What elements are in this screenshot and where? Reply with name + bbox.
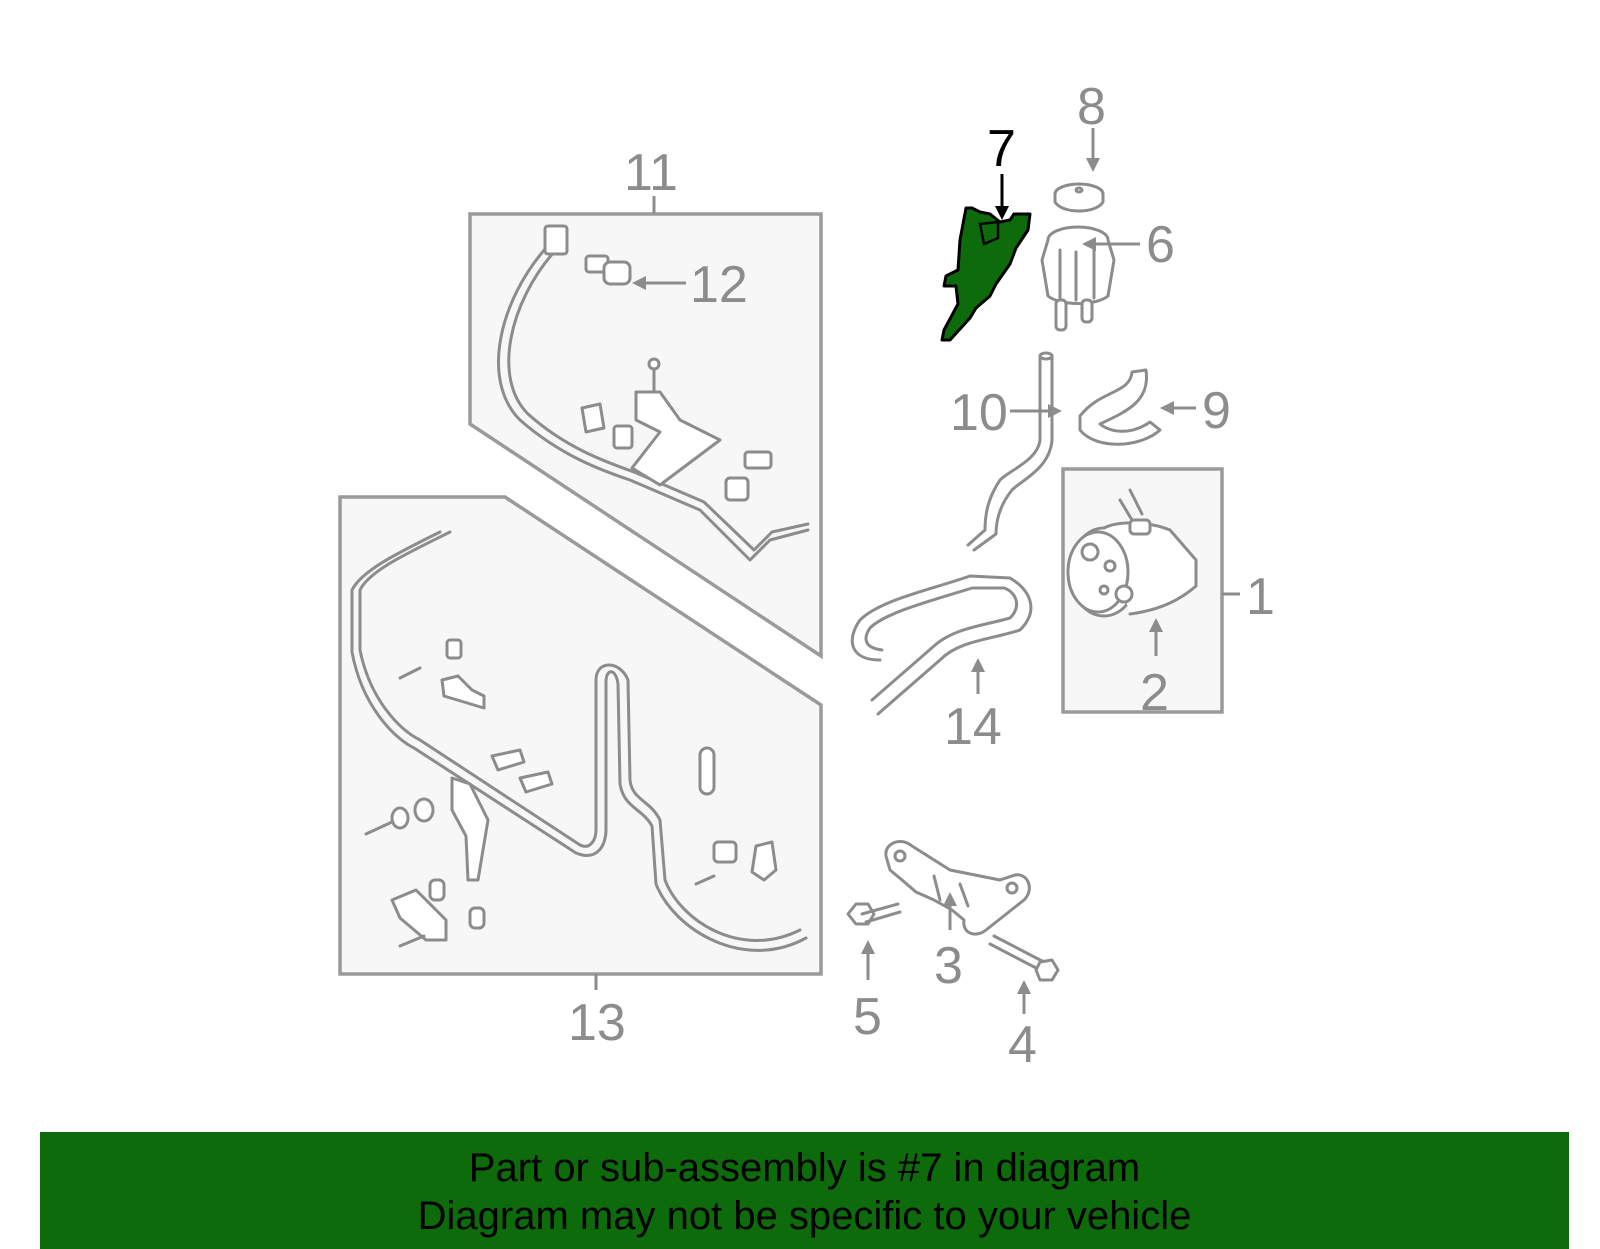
group-box-13: [338, 495, 823, 976]
callout-2: 2: [1140, 664, 1169, 722]
hose-10: [966, 351, 1054, 552]
return-line-assembly: [350, 530, 808, 952]
group11-brackets: [580, 357, 773, 502]
parts-diagram: 1 2 3 4 5 6 7 8 9 10 11 12 13 14: [338, 78, 1275, 1074]
callout-3: 3: [934, 937, 963, 995]
pressure-switch-12: [584, 254, 632, 286]
callout-12: 12: [690, 256, 748, 314]
banner-line-disclaimer: Diagram may not be specific to your vehi…: [417, 1194, 1192, 1238]
callout-14: 14: [944, 698, 1002, 756]
callout-11: 11: [624, 144, 678, 202]
callout-9: 9: [1202, 382, 1231, 440]
bolt-5: [846, 902, 902, 926]
hose-14: [850, 574, 1033, 716]
reservoir-6: [1040, 225, 1116, 332]
bolt-4: [988, 934, 1060, 982]
callout-4: 4: [1008, 1016, 1037, 1074]
leader-lines: [594, 128, 1240, 1014]
group13-clamps: [364, 638, 778, 948]
pump-2: [1066, 488, 1198, 618]
callout-7: 7: [987, 120, 1016, 178]
callout-5: 5: [853, 988, 882, 1046]
banner-line-part-number: Part or sub-assembly is #7 in diagram: [468, 1146, 1141, 1190]
group-box-11: [468, 212, 823, 660]
callout-1: 1: [1246, 568, 1275, 626]
callout-6: 6: [1146, 216, 1175, 274]
reservoir-cap-8: [1053, 182, 1105, 213]
info-banner: Part or sub-assembly is #7 in diagram Di…: [40, 1132, 1569, 1249]
pressure-hose-assembly: [497, 224, 810, 562]
callout-labels: 1 2 3 4 5 6 7 8 9 10 11 12 13 14: [568, 78, 1275, 1074]
callout-8: 8: [1077, 78, 1106, 136]
bracket-3: [884, 840, 1031, 936]
callout-10: 10: [950, 384, 1008, 442]
bracket-7-highlighted: [940, 206, 1032, 342]
callout-13: 13: [568, 994, 626, 1052]
hose-9: [1078, 368, 1162, 446]
